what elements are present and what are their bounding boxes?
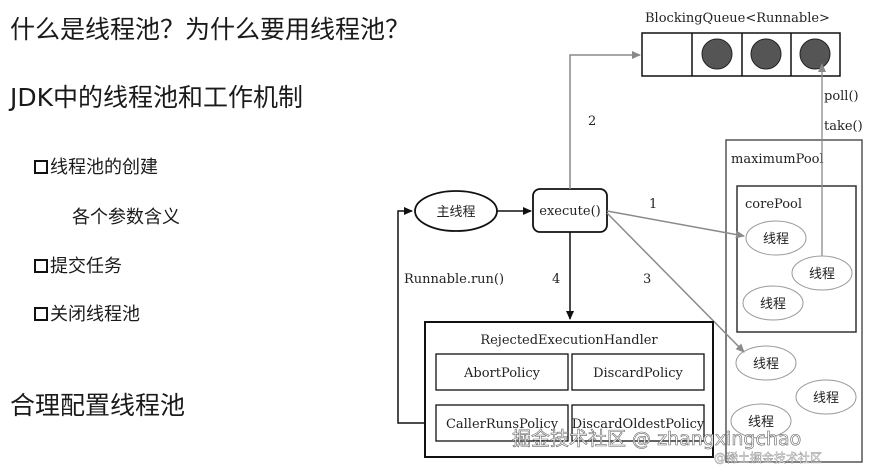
policy-caller-runs: CallerRunsPolicy xyxy=(435,404,569,442)
max-thread-arrow xyxy=(606,212,745,353)
section-heading-config: 合理配置线程池 xyxy=(10,391,186,420)
bullet-label: 提交任务 xyxy=(50,256,122,277)
corner-watermark-text: @稀土掘金技术社区 xyxy=(714,450,822,465)
rejected-handler-title: RejectedExecutionHandler xyxy=(480,333,658,348)
blocking-queue-label: BlockingQueue<Runnable> xyxy=(645,11,830,26)
square-bullet-icon xyxy=(34,259,48,273)
core-thread-arrow xyxy=(606,210,745,239)
svg-text:主线程: 主线程 xyxy=(436,205,475,220)
blocking-queue xyxy=(641,32,841,77)
enqueue-arrow xyxy=(569,51,641,189)
section-heading-jdk: JDK中的线程池和工作机制 xyxy=(10,83,304,112)
poll-label: poll() xyxy=(824,89,859,104)
maximum-pool-label: maximumPool xyxy=(731,152,824,167)
main-thread-node: 主线程 xyxy=(414,190,498,232)
step-4-label: 4 xyxy=(552,272,560,287)
svg-text:DiscardPolicy: DiscardPolicy xyxy=(593,366,683,381)
step-2-label: 2 xyxy=(588,114,596,129)
queued-task xyxy=(701,38,733,70)
svg-text:线程: 线程 xyxy=(760,297,786,312)
runnable-run-label: Runnable.run() xyxy=(404,272,504,287)
svg-text:AbortPolicy: AbortPolicy xyxy=(463,366,541,381)
policy-discard: DiscardPolicy xyxy=(571,353,705,391)
bullet-item-shutdown: 关闭线程池 xyxy=(34,300,140,326)
core-thread: 线程 xyxy=(745,220,807,256)
step-3-label: 3 xyxy=(643,272,651,287)
policy-abort: AbortPolicy xyxy=(435,353,569,391)
svg-text:CallerRunsPolicy: CallerRunsPolicy xyxy=(446,417,559,432)
svg-text:线程: 线程 xyxy=(813,391,839,406)
svg-text:线程: 线程 xyxy=(809,267,835,282)
watermark-text: 掘金技术社区 @ zhangxingchao xyxy=(512,428,801,450)
extra-thread: 线程 xyxy=(735,345,797,381)
caller-runs-arrow xyxy=(397,207,436,424)
queued-task xyxy=(750,38,782,70)
svg-text:execute(): execute() xyxy=(539,204,600,219)
square-bullet-icon xyxy=(34,160,48,174)
sub-item-params: 各个参数含义 xyxy=(72,207,180,228)
policy-discard-oldest: DiscardOldestPolicy xyxy=(571,404,705,442)
execute-node: execute() xyxy=(532,188,608,233)
step-1-label: 1 xyxy=(649,197,657,212)
svg-text:线程: 线程 xyxy=(748,415,774,430)
extra-thread: 线程 xyxy=(795,379,857,415)
core-thread: 线程 xyxy=(791,255,853,291)
take-label: take() xyxy=(824,119,863,134)
square-bullet-icon xyxy=(34,307,48,321)
bullet-label: 线程池的创建 xyxy=(50,157,158,178)
svg-text:DiscardOldestPolicy: DiscardOldestPolicy xyxy=(572,417,705,432)
extra-thread: 线程 xyxy=(730,403,792,439)
bullet-label: 关闭线程池 xyxy=(50,304,140,325)
core-pool-label: corePool xyxy=(745,197,802,212)
core-thread: 线程 xyxy=(742,285,804,321)
queued-task xyxy=(799,38,831,70)
bullet-item-submit: 提交任务 xyxy=(34,252,122,278)
svg-text:线程: 线程 xyxy=(753,357,779,372)
bullet-item-create: 线程池的创建 xyxy=(34,153,158,179)
slide-title: 什么是线程池？为什么要用线程池？ xyxy=(10,15,411,44)
svg-text:线程: 线程 xyxy=(763,232,789,247)
